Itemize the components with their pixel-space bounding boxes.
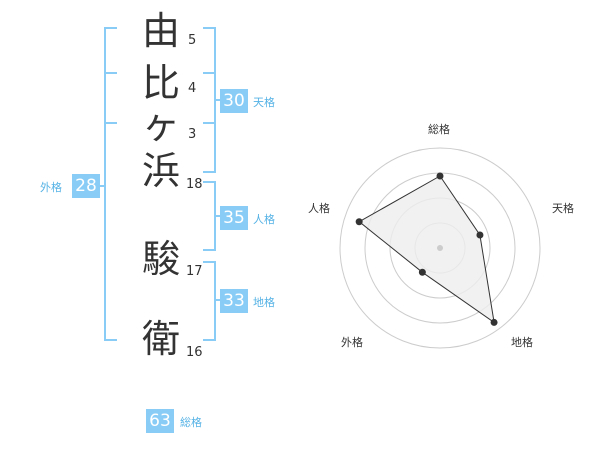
name-char-4: 浜 <box>141 149 180 193</box>
stroke-count-3: 3 <box>188 127 197 142</box>
stroke-count-6: 16 <box>186 345 203 360</box>
radar-points <box>355 172 498 326</box>
radar-ring-4 <box>339 147 541 349</box>
stroke-count-4: 18 <box>186 177 203 192</box>
chikaku-bracket <box>203 261 220 341</box>
jinkaku-value-badge: 35 <box>220 206 248 230</box>
radar-point-4 <box>418 268 426 276</box>
jinkaku-bracket <box>203 181 220 251</box>
inner-left-ticks <box>105 72 117 124</box>
gaikaku-value-badge: 28 <box>72 174 100 198</box>
name-char-3: ヶ <box>141 103 180 147</box>
radar-axis-label-chikaku: 地格 <box>511 336 533 349</box>
radar-axis-label-soukaku: 総格 <box>428 123 450 136</box>
jinkaku-label: 人格 <box>253 213 275 226</box>
soukaku-label: 総格 <box>180 416 202 429</box>
radar-center-dot <box>437 245 443 251</box>
name-char-5: 駿 <box>141 237 180 281</box>
gaikaku-label: 外格 <box>40 181 62 194</box>
inner-right-ticks <box>203 72 215 124</box>
radar-axis-label-gaikaku: 外格 <box>341 336 363 349</box>
name-char-2: 比 <box>141 61 180 105</box>
name-char-1: 由 <box>141 9 180 53</box>
stroke-count-1: 5 <box>188 33 197 48</box>
radar-point-3 <box>490 318 498 326</box>
radar-point-5 <box>355 218 363 226</box>
radar-data-shape <box>358 175 495 324</box>
tenkaku-label: 天格 <box>253 96 275 109</box>
soukaku-value-badge: 63 <box>146 409 174 433</box>
name-char-6: 衛 <box>141 317 180 361</box>
tenkaku-value-badge: 30 <box>220 89 248 113</box>
stroke-count-5: 17 <box>186 264 203 279</box>
radar-point-1 <box>436 172 444 180</box>
tenkaku-bracket <box>203 27 220 173</box>
radar-axis-label-jinkaku: 人格 <box>308 202 330 215</box>
stroke-count-2: 4 <box>188 81 197 96</box>
radar-axis-label-tenkaku: 天格 <box>552 202 574 215</box>
radar-point-2 <box>476 231 484 239</box>
chikaku-value-badge: 33 <box>220 289 248 313</box>
chikaku-label: 地格 <box>253 296 275 309</box>
